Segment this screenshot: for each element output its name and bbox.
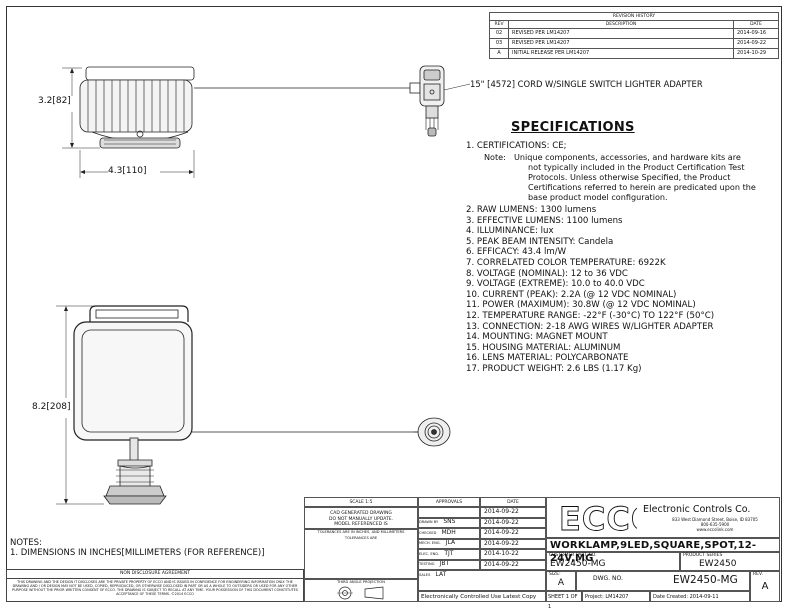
spec-item: 4. ILLUMINANCE: lux	[466, 226, 554, 237]
spec-item: 5. PEAK BEAM INTENSITY: Candela	[466, 236, 614, 247]
specifications-list: 2. RAW LUMENS: 1300 lumens 3. EFFECTIVE …	[466, 205, 714, 375]
spec-item: 10. CURRENT (PEAK): 2.2A (@ 12 VDC NOMIN…	[466, 289, 677, 300]
revision-row: A INITIAL RELEASE PER LM14207 2014-10-29	[489, 48, 779, 59]
approvals-date-header: DATE	[480, 497, 546, 507]
spec-item: 9. VOLTAGE (EXTREME): 10.0 to 40.0 VDC	[466, 279, 645, 290]
spec-item: 16. LENS MATERIAL: POLYCARBONATE	[466, 353, 629, 364]
tolerance-box: TOLERANCES ARE IN INCHES, AND MILLIMETER…	[304, 529, 418, 579]
cord-callout: 15" [4572] CORD W/SINGLE SWITCH LIGHTER …	[470, 79, 703, 89]
controlled-copy-note: Electronically Controlled Use Latest Cop…	[418, 591, 546, 602]
product-title: WORKLAMP,9LED,SQUARE,SPOT,12-24V,MG	[546, 538, 780, 564]
specifications-title: SPECIFICATIONS	[511, 120, 635, 135]
spec-item: 17. PRODUCT WEIGHT: 2.6 LBS (1.17 Kg)	[466, 363, 642, 374]
company-contact: 833 West Diamond Street, Boise, ID 83705…	[672, 517, 758, 532]
nda-title: NON DISCLOSURE AGREEMENT	[7, 570, 303, 579]
date-created-field: Date Created: 2014-09-11	[650, 591, 750, 602]
third-angle-projection: THIRD ANGLE PROJECTION	[304, 579, 418, 602]
spec-item: 14. MOUNTING: MAGNET MOUNT	[466, 332, 608, 343]
note-label: Note:	[484, 152, 506, 162]
notes-block: NOTES: 1. DIMENSIONS IN INCHES[MILLIMETE…	[10, 538, 265, 558]
cad-note: CAD GENERATED DRAWING DO NOT MANUALLY UP…	[304, 507, 418, 529]
project-field: Project: LM14207	[582, 591, 650, 602]
spec-item: 3. EFFECTIVE LUMENS: 1100 lumens	[466, 215, 623, 226]
approval-spare	[418, 570, 546, 591]
front-width-dimension: 4.3[110]	[108, 166, 147, 176]
lighter-adapter	[409, 65, 445, 137]
svg-text:ECCO: ECCO	[559, 501, 637, 535]
approvals-header: APPROVALS	[418, 497, 480, 507]
size-box: SIZE: A	[546, 571, 576, 591]
revision-history-table: REVISION HISTORY REV DESCRIPTION DATE 02…	[489, 12, 779, 59]
front-height-dimension: 3.2[82]	[38, 96, 71, 106]
nda-text: THIS DRAWING AND THE DESIGN IT DISCLOSES…	[12, 579, 298, 597]
lamp-rear-view	[79, 66, 195, 149]
spec-item: 11. POWER (MAXIMUM): 30.8W (@ 12 VDC NOM…	[466, 300, 696, 311]
sheet-number: SHEET 1 OF 1	[546, 591, 582, 610]
spec-item: 15. HOUSING MATERIAL: ALUMINUM	[466, 342, 621, 353]
spec-item: 8. VOLTAGE (NOMINAL): 12 to 36 VDC	[466, 268, 628, 279]
lamp-side-view	[73, 305, 193, 505]
nda-box: NON DISCLOSURE AGREEMENT THIS DRAWING AN…	[6, 569, 304, 602]
spec-item: 2. RAW LUMENS: 1300 lumens	[466, 205, 597, 215]
spec-item: 7. CORRELATED COLOR TEMPERATURE: 6922K	[466, 257, 666, 268]
note-item: 1. DIMENSIONS IN INCHES[MILLIMETERS (FOR…	[10, 548, 265, 558]
certification-note: Unique components, accessories, and hard…	[514, 152, 756, 202]
ecco-logo: ECCO	[559, 501, 637, 535]
product-series-box: PRODUCT SERIES EW2450	[680, 552, 780, 571]
rev-box: REV. A	[750, 571, 780, 602]
plug-end-view	[414, 417, 451, 447]
scale: SCALE 1:5	[304, 497, 418, 507]
customer-part-box: CUSTOMER PART NO. EW2450-MG	[546, 552, 680, 571]
certifications-line: 1. CERTIFICATIONS: CE;	[466, 141, 567, 151]
company-name: Electronic Controls Co.	[643, 504, 751, 515]
spec-item: 6. EFFICACY: 43.4 lm/W	[466, 247, 567, 258]
spec-item: 13. CONNECTION: 2-18 AWG WIRES W/LIGHTER…	[466, 321, 714, 332]
spec-item: 12. TEMPERATURE RANGE: -22°F (-30°C) TO …	[466, 310, 715, 321]
drawing-number-box: DWG. NO. EW2450-MG	[576, 571, 750, 591]
notes-title: NOTES:	[10, 538, 42, 548]
company-block: ECCO Electronic Controls Co. 833 West Di…	[546, 497, 780, 538]
side-height-dimension: 8.2[208]	[32, 402, 71, 412]
